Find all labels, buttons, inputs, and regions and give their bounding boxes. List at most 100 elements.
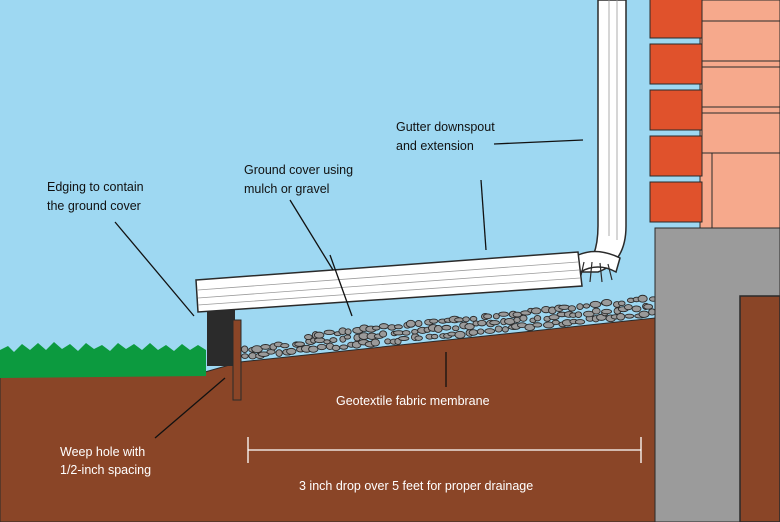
gravel-stone <box>494 325 503 333</box>
label-drop: 3 inch drop over 5 feet for proper drain… <box>299 479 533 493</box>
gravel-stones <box>241 294 658 360</box>
gravel-stone <box>294 341 305 347</box>
label-weep-line1: Weep hole with <box>60 445 145 459</box>
gravel-stone <box>548 314 560 321</box>
gravel-stone <box>567 305 577 312</box>
gravel-stone <box>484 328 496 334</box>
gravel-stone <box>379 330 388 338</box>
gravel-stone <box>648 308 656 316</box>
brick <box>649 0 703 39</box>
brick <box>649 89 703 131</box>
gravel-stone <box>462 316 470 323</box>
gravel-stone <box>643 303 654 310</box>
brick-light <box>701 20 780 62</box>
gravel-stone <box>280 343 290 349</box>
gravel-stone <box>394 324 403 330</box>
gravel-stone <box>286 347 297 355</box>
gravel-stone <box>323 329 335 336</box>
gravel-stone <box>331 344 341 352</box>
gravel-stone <box>429 318 439 324</box>
gravel-stone <box>476 328 485 335</box>
gravel-stone <box>576 303 584 310</box>
brick-light <box>701 112 780 154</box>
label-gutter-line2: and extension <box>396 139 474 153</box>
downspout-elbow <box>575 250 621 283</box>
label-edging-line1: Edging to contain <box>47 180 144 194</box>
label-gutter: Gutter downspout and extension <box>396 120 498 153</box>
gravel-stone <box>601 308 613 315</box>
gravel-stone <box>533 315 542 322</box>
drop-dimension <box>247 437 642 463</box>
leader-ground-cover-stones <box>329 254 353 317</box>
gravel-stone <box>260 344 271 350</box>
gravel-stone <box>414 335 423 341</box>
brick <box>649 181 703 223</box>
gravel-stone <box>323 339 331 345</box>
gravel-stone <box>452 325 460 332</box>
label-ground-cover: Ground cover using mulch or gravel <box>244 163 357 196</box>
gravel-stone <box>313 331 325 339</box>
label-ground-cover-line1: Ground cover using <box>244 163 353 177</box>
gravel-stone <box>637 294 648 303</box>
leader-lines <box>114 139 584 439</box>
gravel-stone <box>241 345 249 354</box>
gravel-stone <box>411 328 419 335</box>
label-gutter-line1: Gutter downspout <box>396 120 495 134</box>
gravel-stone <box>601 299 613 307</box>
gravel-stone <box>401 330 411 336</box>
gravel-stone <box>582 303 591 309</box>
gravel-stone <box>241 353 249 359</box>
label-edging: Edging to contain the ground cover <box>47 180 147 213</box>
gravel-stone <box>304 334 313 341</box>
label-weep-hole: Weep hole with 1/2-inch spacing <box>60 445 151 477</box>
grass <box>0 342 206 378</box>
label-geotextile: Geotextile fabric membrane <box>336 394 490 408</box>
gravel-stone <box>433 325 443 333</box>
edging-stake <box>232 319 242 401</box>
downspout-ridges <box>608 0 618 240</box>
leader-edging <box>114 221 195 317</box>
gravel-stone <box>464 323 475 331</box>
gravel-stone <box>370 338 380 347</box>
gravel-stone <box>430 333 439 340</box>
gravel-stone <box>532 322 543 328</box>
gutter-extension-pipe <box>195 251 583 313</box>
gravel-stone <box>631 305 642 313</box>
gravel-stone <box>248 352 257 360</box>
gravel-stone <box>378 323 389 330</box>
gravel-stone <box>275 349 283 357</box>
gravel-stone <box>574 319 586 325</box>
gravel-stone <box>343 334 352 340</box>
gravel-stone <box>624 313 635 319</box>
downspout-vertical <box>580 0 627 273</box>
gravel-stone <box>483 313 493 320</box>
leader-gutter <box>493 139 584 145</box>
gravel-stone <box>513 316 521 324</box>
brick-wall <box>649 0 780 229</box>
basement-opening <box>739 295 780 522</box>
gravel-stone <box>638 310 650 318</box>
gravel-stone <box>329 337 338 343</box>
gravel-stone <box>543 321 555 329</box>
gravel-stone <box>618 300 626 307</box>
brick-light <box>701 66 780 108</box>
gravel-stone <box>344 328 352 336</box>
gravel-stone <box>316 343 327 351</box>
gravel-stone <box>454 330 466 339</box>
gravel-stone <box>468 329 479 336</box>
brick <box>649 43 703 85</box>
gravel-stone <box>308 345 319 353</box>
label-ground-cover-line2: mulch or gravel <box>244 182 329 196</box>
gravel-stone <box>414 319 423 327</box>
gravel-stone <box>574 311 583 319</box>
brick <box>649 135 703 177</box>
gravel-stone <box>469 315 478 322</box>
edging-block <box>207 308 235 366</box>
leader-ground-cover-pipe <box>289 199 334 271</box>
gravel-stone <box>501 326 509 333</box>
gravel-stone <box>489 320 500 326</box>
gravel-stone <box>398 336 410 342</box>
gravel-stone <box>530 307 542 315</box>
gravel-stone <box>454 317 465 323</box>
